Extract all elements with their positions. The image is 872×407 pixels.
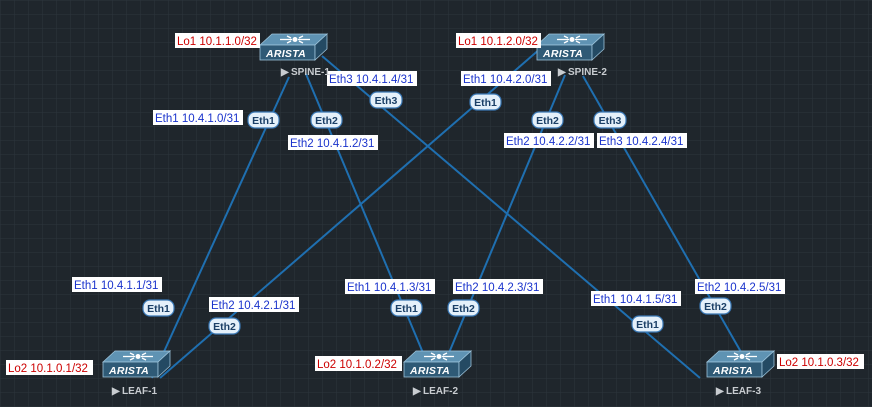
node-name: LEAF-2 (423, 386, 458, 397)
port-badge-spine2-eth2[interactable]: Eth2 (531, 111, 564, 129)
port-badge-leaf2-eth1[interactable]: Eth1 (390, 299, 423, 317)
loopback-label-leaf3: Lo2 10.1.0.3/32 (779, 357, 859, 369)
ip-label-leaf2-eth2: Eth2 10.4.2.3/31 (455, 282, 539, 294)
ip-label-leaf1-eth1: Eth1 10.4.1.1/31 (74, 280, 158, 292)
brand-label: ARISTA (108, 365, 149, 377)
brand-label: ARISTA (409, 365, 450, 377)
ip-label-leaf1-eth2: Eth2 10.4.2.1/31 (211, 300, 295, 312)
port-badge-spine2-eth3[interactable]: Eth3 (593, 111, 627, 129)
ip-label-spine2-eth2: Eth2 10.4.2.2/31 (506, 136, 590, 148)
loopback-label-bg (175, 33, 260, 48)
node-name: LEAF-3 (726, 386, 761, 397)
ip-label-bg (597, 133, 687, 148)
ip-label-bg (209, 297, 299, 312)
ip-label-bg (591, 291, 681, 306)
ip-label-leaf3-eth1: Eth1 10.4.1.5/31 (593, 294, 677, 306)
node-leaf-1[interactable]: ARISTA ▶ LEAF-1 (102, 350, 171, 397)
ip-label-spine2-eth1: Eth1 10.4.2.0/31 (463, 74, 547, 86)
loopback-label-leaf2: Lo2 10.1.0.2/32 (317, 359, 397, 371)
loopback-label-leaf1: Lo2 10.1.0.1/32 (8, 363, 88, 375)
ip-label-bg (504, 133, 594, 148)
port-badge-leaf1-eth1[interactable]: Eth1 (142, 299, 175, 317)
ip-label-bg (288, 135, 378, 150)
ip-label-bg (153, 110, 243, 125)
loopback-label-bg (777, 354, 864, 369)
loopback-label-bg (456, 33, 541, 48)
port-badge-leaf3-eth1[interactable]: Eth1 (631, 315, 664, 333)
ip-label-bg (72, 277, 162, 292)
node-name-arrow-icon: ▶ (280, 67, 290, 78)
port-label: Eth1 (395, 303, 418, 315)
port-badge-leaf2-eth2[interactable]: Eth2 (447, 299, 480, 317)
ip-label-leaf3-eth2: Eth2 10.4.2.5/31 (697, 282, 781, 294)
port-badges: Eth1 Eth2 Eth3 Eth1 Eth2 Eth3 Eth1 Eth2 (142, 91, 732, 335)
ip-label-spine1-eth1: Eth1 10.4.1.0/31 (155, 113, 239, 125)
brand-label: ARISTA (712, 365, 753, 377)
node-name: SPINE-2 (568, 67, 607, 78)
port-label: Eth3 (599, 115, 622, 127)
node-name: LEAF-1 (122, 386, 157, 397)
loopback-label-spine2: Lo1 10.1.2.0/32 (458, 36, 538, 48)
port-label: Eth2 (536, 115, 559, 127)
port-label: Eth1 (636, 319, 659, 331)
ip-label-bg (461, 71, 551, 86)
ip-label-spine1-eth2: Eth2 10.4.1.2/31 (290, 138, 374, 150)
port-badge-spine1-eth3[interactable]: Eth3 (369, 91, 403, 109)
node-name: SPINE-1 (291, 67, 330, 78)
port-label: Eth3 (375, 95, 398, 107)
port-badge-spine2-eth1[interactable]: Eth1 (469, 93, 502, 111)
port-label: Eth1 (147, 303, 170, 315)
node-spine-2[interactable]: ARISTA ▶ SPINE-2 (536, 33, 607, 78)
port-label: Eth2 (315, 115, 338, 127)
loopback-label-spine1: Lo1 10.1.1.0/32 (177, 36, 257, 48)
ip-label-spine2-eth3: Eth3 10.4.2.4/31 (599, 136, 683, 148)
node-name-arrow-icon: ▶ (111, 386, 121, 397)
loopback-label-bg (6, 360, 93, 375)
ip-label-spine1-eth3: Eth3 10.4.1.4/31 (329, 74, 413, 86)
ip-label-bg (327, 71, 417, 86)
port-badge-spine1-eth2[interactable]: Eth2 (310, 111, 343, 129)
port-label: Eth2 (452, 303, 475, 315)
ip-label-bg (453, 279, 543, 294)
node-name-arrow-icon: ▶ (715, 386, 725, 397)
node-name-arrow-icon: ▶ (412, 386, 422, 397)
port-label: Eth2 (213, 321, 236, 333)
node-leaf-2[interactable]: ARISTA ▶ LEAF-2 (403, 350, 472, 397)
node-spine-1[interactable]: ARISTA ▶ SPINE-1 (259, 33, 330, 78)
ip-label-bg (695, 279, 785, 294)
loopback-label-bg (315, 356, 402, 371)
port-label: Eth2 (704, 301, 727, 313)
node-name-arrow-icon: ▶ (557, 67, 567, 78)
ip-labels: Eth1 10.4.1.0/31 Eth2 10.4.1.2/31 Eth3 1… (72, 71, 785, 312)
brand-label: ARISTA (542, 48, 583, 60)
port-badge-leaf3-eth2[interactable]: Eth2 (699, 297, 732, 315)
port-label: Eth1 (252, 115, 275, 127)
ip-label-leaf2-eth1: Eth1 10.4.1.3/31 (347, 282, 431, 294)
port-badge-leaf1-eth2[interactable]: Eth2 (208, 317, 241, 335)
port-badge-spine1-eth1[interactable]: Eth1 (247, 111, 280, 129)
ip-label-bg (345, 279, 435, 294)
loopback-labels: Lo1 10.1.1.0/32 Lo1 10.1.2.0/32 Lo2 10.1… (6, 33, 864, 375)
node-leaf-3[interactable]: ARISTA ▶ LEAF-3 (706, 350, 775, 397)
port-label: Eth1 (474, 97, 497, 109)
brand-label: ARISTA (265, 48, 306, 60)
